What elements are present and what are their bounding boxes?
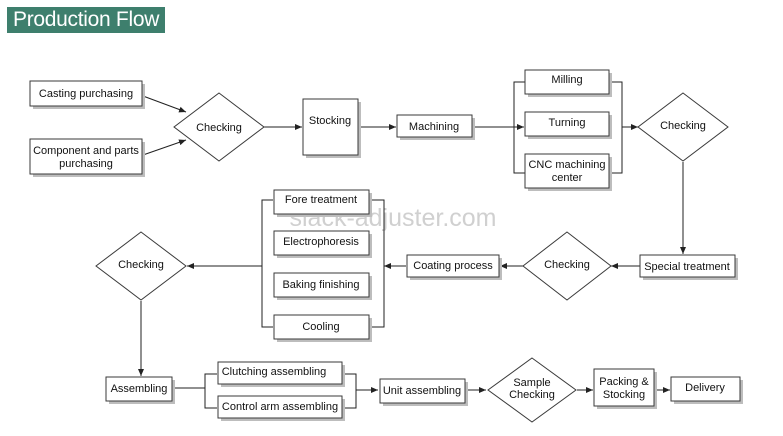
node-stocking-label: Stocking [309, 115, 351, 127]
node-cooling-label: Cooling [302, 321, 339, 333]
node-machining: Machining [396, 114, 475, 140]
node-turning-label: Turning [549, 117, 586, 129]
node-machining-label: Machining [409, 121, 459, 133]
node-coating-process-label: Coating process [413, 260, 493, 272]
node-checking-3-label: Checking [544, 259, 590, 271]
node-unit-assembling-label: Unit assembling [383, 385, 461, 397]
node-assembling-label: Assembling [111, 383, 168, 395]
node-unit-assembling: Unit assembling [379, 378, 468, 406]
node-component-parts-purchasing: Component and parts purchasing [29, 138, 145, 177]
arrow-component-to-checking [142, 139, 187, 156]
node-fore-treatment-label: Fore treatment [285, 194, 357, 206]
node-milling-label: Milling [551, 74, 582, 86]
node-checking-4: Checking [95, 231, 187, 301]
node-electrophoresis: Electrophoresis [273, 230, 372, 258]
node-checking-2-label: Checking [660, 120, 706, 132]
node-clutching-assembling: Clutching assembling [217, 361, 345, 387]
machining-options-bracket [513, 81, 525, 174]
node-cnc-machining-center: CNC machining center [524, 153, 612, 191]
connectors [138, 81, 686, 409]
assembly-bracket-left [204, 373, 217, 409]
node-cooling: Cooling [273, 314, 372, 342]
node-packing-label-2: Stocking [603, 389, 645, 401]
node-sample-checking-label-2: Checking [509, 389, 555, 401]
node-special-treatment-label: Special treatment [644, 261, 730, 273]
node-checking-2: Checking [637, 92, 729, 162]
coating-steps-bracket-left [261, 199, 273, 328]
node-stocking: Stocking [302, 98, 361, 158]
node-checking-4-label: Checking [118, 259, 164, 271]
assembly-bracket-right [343, 373, 357, 409]
node-electrophoresis-label: Electrophoresis [283, 236, 359, 248]
node-baking-finishing-label: Baking finishing [282, 279, 359, 291]
node-packing-stocking: Packing & Stocking [593, 368, 657, 409]
node-special-treatment: Special treatment [639, 254, 738, 280]
node-checking-1-label: Checking [196, 122, 242, 134]
node-cnc-label-1: CNC machining [528, 159, 605, 171]
node-delivery: Delivery [670, 376, 743, 404]
node-baking-finishing: Baking finishing [273, 272, 372, 300]
node-cnc-label-2: center [552, 172, 583, 184]
node-fore-treatment: Fore treatment [273, 189, 372, 217]
node-turning: Turning [524, 111, 612, 139]
node-clutching-assembling-label: Clutching assembling [222, 366, 327, 378]
page-title: Production Flow [7, 7, 166, 33]
node-coating-process: Coating process [406, 254, 502, 280]
node-checking-3: Checking [522, 231, 612, 301]
node-casting-purchasing-label: Casting purchasing [39, 88, 133, 100]
node-sample-checking-label-1: Sample [513, 377, 550, 389]
coating-steps-bracket-right [370, 199, 385, 328]
node-control-arm-assembling-label: Control arm assembling [222, 401, 338, 413]
node-control-arm-assembling: Control arm assembling [217, 395, 345, 421]
node-packing-label-1: Packing & [599, 376, 649, 388]
arrow-casting-to-checking [142, 95, 187, 113]
node-delivery-label: Delivery [685, 382, 725, 394]
node-component-parts-label-2: purchasing [59, 158, 113, 170]
node-sample-checking: Sample Checking [487, 357, 577, 423]
node-checking-1: Checking [173, 92, 265, 162]
node-milling: Milling [524, 69, 612, 97]
node-component-parts-label-1: Component and parts [33, 145, 139, 157]
node-assembling: Assembling [105, 376, 175, 404]
node-casting-purchasing: Casting purchasing [29, 80, 145, 109]
